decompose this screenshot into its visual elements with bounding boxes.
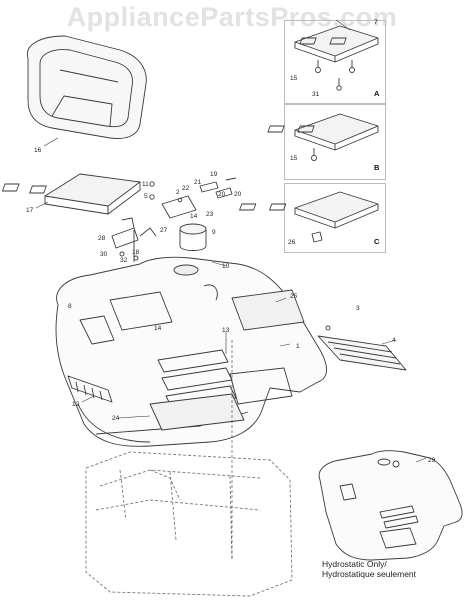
callout-number: 9 <box>212 229 216 236</box>
variant-c-box <box>284 183 386 253</box>
callout-number: 21 <box>194 179 202 186</box>
callout-number: 32 <box>120 257 128 264</box>
callout-number: 15 <box>290 155 298 162</box>
callout-number: 3 <box>356 305 360 312</box>
callout-number: 28 <box>98 235 106 242</box>
variant-a-plate <box>294 25 379 91</box>
variant-label-c: C <box>374 237 380 246</box>
note-line-fr: Hydrostatique seulement <box>322 569 417 579</box>
callout-number: 14 <box>190 213 198 220</box>
callout-number: 2 <box>176 189 180 196</box>
callout-number: 10 <box>222 263 230 270</box>
callout-number: 7 <box>374 19 378 26</box>
callout-number: 17 <box>26 207 34 214</box>
chassis-frame <box>85 451 293 597</box>
leader-lines <box>35 19 397 560</box>
hardware-cluster <box>149 177 237 219</box>
lower-panel <box>149 393 245 431</box>
variant-c-plate <box>239 191 379 243</box>
step-strip <box>67 375 113 403</box>
callout-number: 18 <box>132 249 140 256</box>
variant-b-plate <box>267 113 379 161</box>
variant-a-box <box>284 20 386 104</box>
callout-number: 29 <box>428 457 436 464</box>
fuel-cap <box>179 223 207 251</box>
callout-number: 26 <box>288 239 296 246</box>
note-line-en: Hydrostatic Only/ <box>322 559 387 569</box>
callout-number: 27 <box>160 227 168 234</box>
callout-number: 20 <box>234 191 242 198</box>
footrest-mat <box>317 325 407 371</box>
callout-number: 30 <box>100 251 108 258</box>
variant-b-box <box>284 104 386 180</box>
callout-number: 15 <box>290 75 298 82</box>
callout-number: 31 <box>312 91 320 98</box>
callout-number: 16 <box>34 147 42 154</box>
callout-number: 19 <box>210 171 218 178</box>
callout-number: 1 <box>296 343 300 350</box>
callout-number: 4 <box>392 337 396 344</box>
hydrostatic-note: Hydrostatic Only/ Hydrostatique seulemen… <box>322 559 416 579</box>
fender-panel <box>231 289 305 331</box>
callout-number: 5 <box>144 193 148 200</box>
seat-part <box>26 35 147 139</box>
callout-number: 8 <box>68 303 72 310</box>
variant-label-b: B <box>374 163 380 172</box>
callout-number: 23 <box>206 211 214 218</box>
callout-number: 24 <box>112 415 120 422</box>
callout-number: 22 <box>182 185 190 192</box>
callout-number: 20 <box>218 191 226 198</box>
hydrostatic-fender-inset <box>318 450 463 561</box>
callout-number: 25 <box>290 293 298 300</box>
callout-number: 14 <box>154 325 162 332</box>
seat-bracket-part <box>2 173 141 215</box>
variant-label-a: A <box>374 89 380 98</box>
callout-number: 11 <box>142 181 149 188</box>
switch-bracket <box>111 217 157 262</box>
callout-number: 12 <box>72 401 80 408</box>
callout-number: 13 <box>222 327 230 334</box>
